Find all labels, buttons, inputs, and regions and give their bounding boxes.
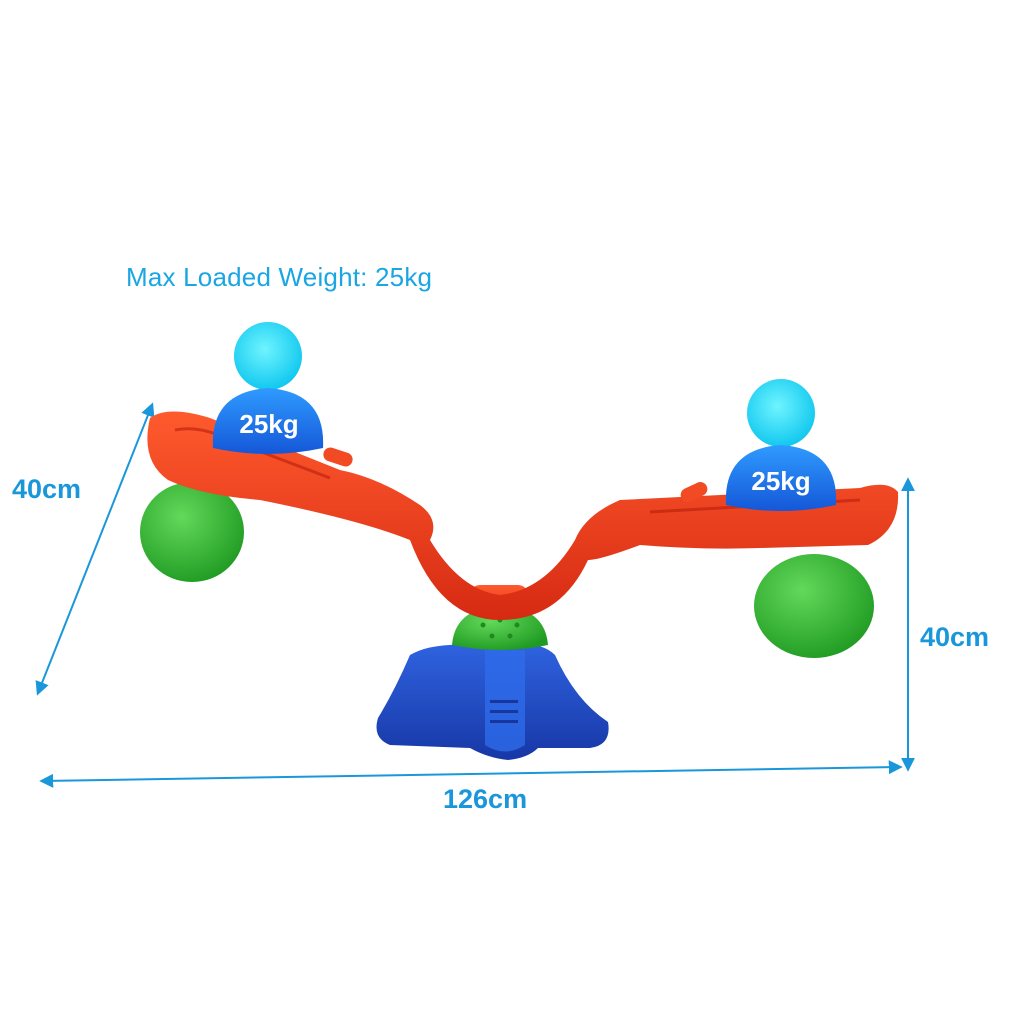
person-icon-right: [725, 379, 837, 511]
max-weight-headline: Max Loaded Weight: 25kg: [126, 262, 433, 292]
left-height-label: 40cm: [12, 474, 82, 504]
length-label: 126cm: [443, 784, 528, 814]
left-bumper: [140, 482, 244, 582]
seesaw-base: [376, 643, 609, 760]
length-arrow: [39, 760, 903, 788]
person-icon-left: [212, 322, 324, 454]
right-height-label: 40cm: [920, 622, 990, 652]
left-seat-weight: 25kg: [239, 409, 299, 439]
left-height-arrow: [35, 402, 155, 696]
dimension-arrows: [35, 402, 915, 788]
right-bumper: [754, 554, 874, 658]
right-seat-weight: 25kg: [751, 466, 811, 496]
